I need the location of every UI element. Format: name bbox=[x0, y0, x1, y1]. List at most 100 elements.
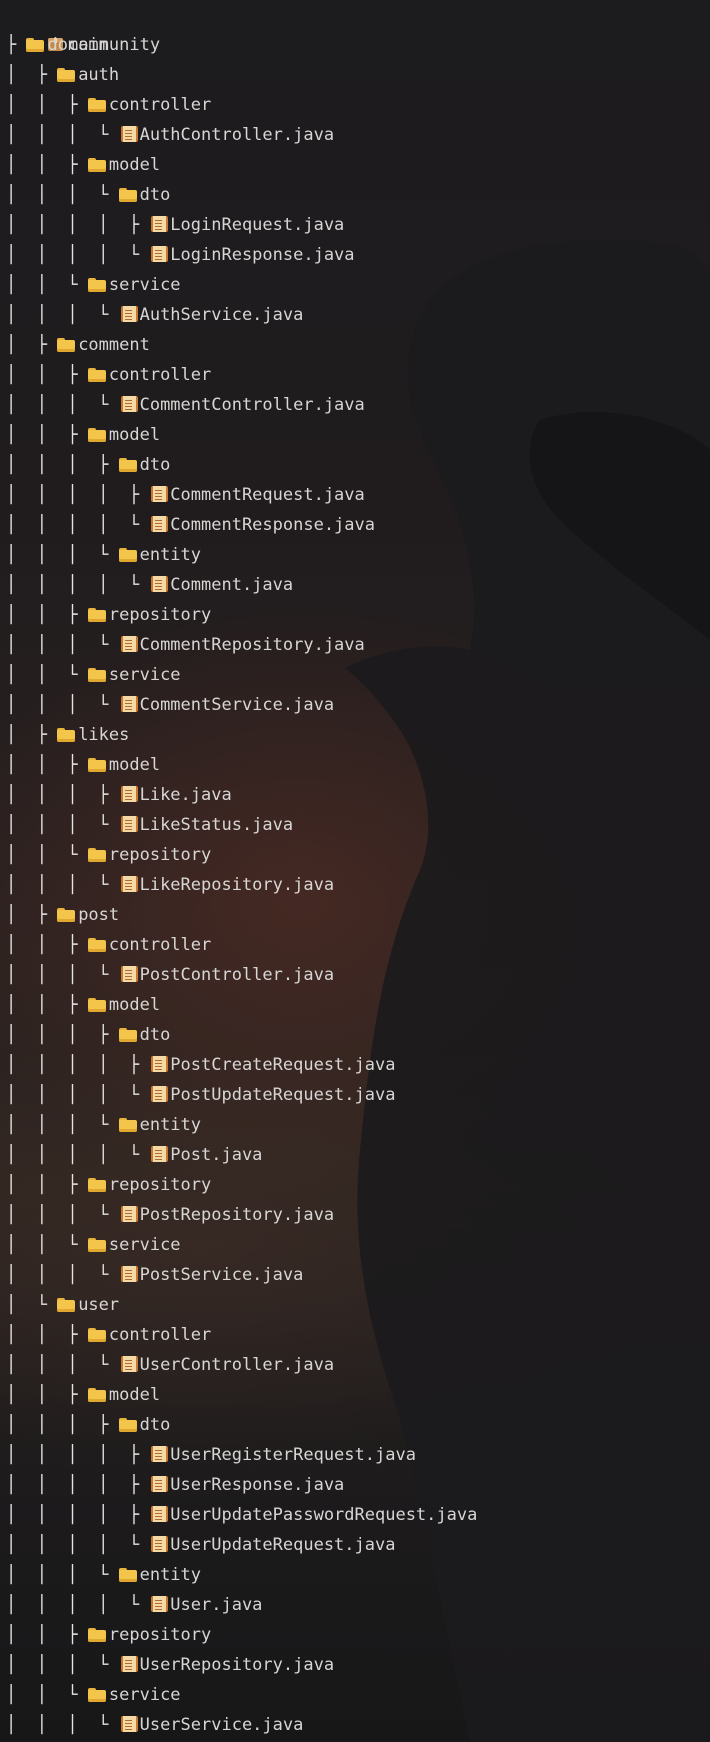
tree-folder-row[interactable]: │ │ └ repository bbox=[6, 840, 710, 870]
tree-folder-row[interactable]: │ │ ├ controller bbox=[6, 930, 710, 960]
tree-folder-row[interactable]: │ └ user bbox=[6, 1290, 710, 1320]
tree-folder-row[interactable]: │ │ │ ├ dto bbox=[6, 450, 710, 480]
tree-guide-lines: │ │ │ └ bbox=[6, 545, 119, 565]
tree-folder-row[interactable]: │ │ ├ model bbox=[6, 420, 710, 450]
tree-guide-lines: │ │ │ └ bbox=[6, 695, 119, 715]
tree-file-row[interactable]: │ │ │ │ ├ LoginRequest.java bbox=[6, 210, 710, 240]
tree-folder-row[interactable]: │ ├ likes bbox=[6, 720, 710, 750]
tree-file-row[interactable]: │ │ │ │ └ Post.java bbox=[6, 1140, 710, 1170]
tree-file-row[interactable]: │ │ │ └ CommentController.java bbox=[6, 390, 710, 420]
java-file-icon bbox=[149, 486, 169, 502]
tree-guide-lines: │ │ ├ bbox=[6, 425, 88, 445]
tree-folder-row[interactable]: │ │ ├ model bbox=[6, 150, 710, 180]
tree-folder-row[interactable]: │ │ └ service bbox=[6, 1680, 710, 1710]
tree-guide-lines: │ │ │ └ bbox=[6, 1265, 119, 1285]
tree-folder-row[interactable]: │ │ │ └ dto bbox=[6, 180, 710, 210]
file-name: CommentRequest.java bbox=[170, 485, 365, 505]
tree-guide-lines: │ └ bbox=[6, 1295, 58, 1315]
tree-folder-row[interactable]: │ │ │ ├ dto bbox=[6, 1020, 710, 1050]
tree-guide-lines: │ │ │ ├ bbox=[6, 1025, 119, 1045]
tree-file-row[interactable]: │ │ │ └ CommentRepository.java bbox=[6, 630, 710, 660]
java-file-icon bbox=[149, 1476, 169, 1492]
tree-file-row[interactable]: │ │ │ └ CommentService.java bbox=[6, 690, 710, 720]
tree-file-row[interactable]: │ │ │ │ ├ UserUpdatePasswordRequest.java bbox=[6, 1500, 710, 1530]
tree-folder-row[interactable]: │ │ ├ model bbox=[6, 1380, 710, 1410]
tree-folder-row[interactable]: │ │ ├ repository bbox=[6, 1620, 710, 1650]
folder-name: comment bbox=[78, 335, 150, 355]
tree-folder-row[interactable]: │ │ ├ repository bbox=[6, 600, 710, 630]
folder-name: post bbox=[78, 905, 120, 925]
folder-icon bbox=[118, 456, 137, 472]
tree-folder-row[interactable]: │ │ └ service bbox=[6, 270, 710, 300]
folder-icon bbox=[87, 756, 106, 772]
tree-file-row[interactable]: │ │ │ │ └ User.java bbox=[6, 1590, 710, 1620]
tree-guide-lines: │ │ ├ bbox=[6, 1175, 88, 1195]
file-name: UserUpdatePasswordRequest.java bbox=[170, 1505, 478, 1525]
tree-file-row[interactable]: │ │ │ │ ├ CommentRequest.java bbox=[6, 480, 710, 510]
tree-file-row[interactable]: │ │ │ └ UserController.java bbox=[6, 1350, 710, 1380]
folder-name: likes bbox=[78, 725, 130, 745]
folder-icon bbox=[118, 1566, 137, 1582]
folder-name: service bbox=[108, 1235, 181, 1255]
tree-guide-lines: │ │ │ └ bbox=[6, 305, 119, 325]
tree-folder-row[interactable]: │ │ │ ├ dto bbox=[6, 1410, 710, 1440]
tree-folder-row[interactable]: │ │ │ └ entity bbox=[6, 1110, 710, 1140]
folder-name: entity bbox=[139, 1565, 202, 1585]
tree-file-row[interactable]: │ │ │ │ ├ UserRegisterRequest.java bbox=[6, 1440, 710, 1470]
tree-folder-row[interactable]: │ ├ comment bbox=[6, 330, 710, 360]
file-name: PostService.java bbox=[139, 1265, 304, 1285]
tree-file-row[interactable]: │ │ │ └ AuthController.java bbox=[6, 120, 710, 150]
tree-folder-row[interactable]: │ │ ├ controller bbox=[6, 90, 710, 120]
tree-file-row[interactable]: │ │ │ │ └ PostUpdateRequest.java bbox=[6, 1080, 710, 1110]
tree-folder-row[interactable]: │ │ ├ model bbox=[6, 990, 710, 1020]
tree-file-row[interactable]: │ │ │ │ └ Comment.java bbox=[6, 570, 710, 600]
file-name: UserRegisterRequest.java bbox=[170, 1445, 416, 1465]
tree-folder-row[interactable]: │ │ │ └ entity bbox=[6, 540, 710, 570]
tree-guide-lines: │ │ │ ├ bbox=[6, 785, 119, 805]
tree-folder-row[interactable]: ├ domain bbox=[6, 30, 710, 60]
file-name: LikeStatus.java bbox=[139, 815, 294, 835]
tree-folder-row[interactable]: │ │ └ service bbox=[6, 1230, 710, 1260]
file-name: Comment.java bbox=[170, 575, 294, 595]
tree-folder-row[interactable]: │ │ ├ controller bbox=[6, 1320, 710, 1350]
tree-folder-row[interactable]: │ ├ auth bbox=[6, 60, 710, 90]
tree-guide-lines: │ │ │ └ bbox=[6, 1355, 119, 1375]
java-file-icon bbox=[149, 1506, 169, 1522]
tree-file-row[interactable]: │ │ │ └ PostRepository.java bbox=[6, 1200, 710, 1230]
java-file-icon bbox=[149, 1086, 169, 1102]
tree-file-row[interactable]: │ │ │ │ └ CommentResponse.java bbox=[6, 510, 710, 540]
folder-name: model bbox=[108, 425, 161, 445]
silhouette-body bbox=[345, 239, 710, 1742]
folder-name: controller bbox=[108, 935, 212, 955]
tree-file-row[interactable]: │ │ │ │ └ LoginResponse.java bbox=[6, 240, 710, 270]
tree-file-row[interactable]: │ │ │ │ ├ UserResponse.java bbox=[6, 1470, 710, 1500]
tree-folder-row[interactable]: │ │ ├ model bbox=[6, 750, 710, 780]
tree-file-row[interactable]: │ │ │ └ UserService.java bbox=[6, 1710, 710, 1740]
tree-guide-lines: │ │ ├ bbox=[6, 365, 88, 385]
tree-file-row[interactable]: │ │ │ └ AuthService.java bbox=[6, 300, 710, 330]
tree-file-row[interactable]: │ │ │ └ LikeRepository.java bbox=[6, 870, 710, 900]
file-name: UserRepository.java bbox=[139, 1655, 335, 1675]
folder-icon bbox=[118, 1026, 137, 1042]
tree-file-row[interactable]: │ │ │ ├ Like.java bbox=[6, 780, 710, 810]
file-name: Post.java bbox=[170, 1145, 263, 1165]
tree-file-row[interactable]: │ │ │ └ PostController.java bbox=[6, 960, 710, 990]
tree-folder-row[interactable]: │ │ ├ controller bbox=[6, 360, 710, 390]
tree-folder-row[interactable]: │ ├ post bbox=[6, 900, 710, 930]
tree-folder-row[interactable]: │ │ │ └ entity bbox=[6, 1560, 710, 1590]
tree-file-row[interactable]: │ │ │ └ UserRepository.java bbox=[6, 1650, 710, 1680]
folder-icon bbox=[118, 186, 137, 202]
folder-icon bbox=[87, 1386, 106, 1402]
folder-name: repository bbox=[108, 1175, 212, 1195]
tree-root[interactable]: community bbox=[6, 0, 710, 55]
tree-folder-row[interactable]: │ │ └ service bbox=[6, 660, 710, 690]
tree-guide-lines: │ │ │ └ bbox=[6, 1115, 119, 1135]
tree-file-row[interactable]: │ │ │ └ LikeStatus.java bbox=[6, 810, 710, 840]
tree-file-row[interactable]: │ │ │ │ └ UserUpdateRequest.java bbox=[6, 1530, 710, 1560]
tree-folder-row[interactable]: │ │ ├ repository bbox=[6, 1170, 710, 1200]
folder-icon bbox=[57, 906, 76, 922]
tree-file-row[interactable]: │ │ │ └ PostService.java bbox=[6, 1260, 710, 1290]
tree-file-row[interactable]: │ │ │ │ ├ PostCreateRequest.java bbox=[6, 1050, 710, 1080]
folder-name: entity bbox=[139, 1115, 202, 1135]
